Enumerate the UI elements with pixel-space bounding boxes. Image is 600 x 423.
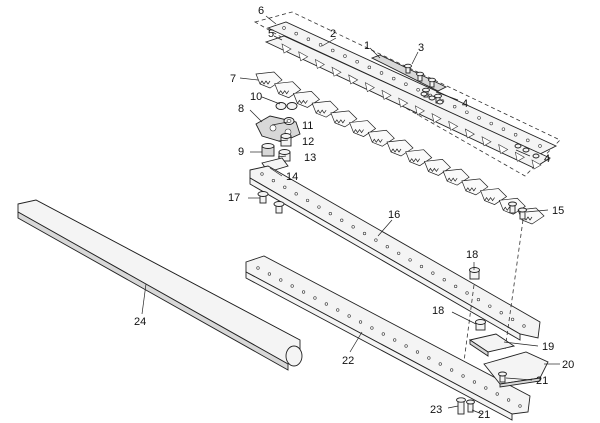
part-17-bolts [257,191,285,214]
callout-21b: 21 [478,409,490,421]
assembly-line [504,219,524,351]
callout-13: 13 [304,152,316,164]
part-18-nuts [469,267,486,331]
part-7-knife-sections [255,71,545,225]
callout-3: 3 [418,42,424,54]
callout-18b: 18 [432,305,444,317]
callout-24: 24 [134,316,146,328]
callout-14: 14 [286,171,298,183]
callout-2: 2 [330,28,336,40]
part-4-nuts [420,91,540,159]
callout-labels: 6 5 2 1 3 7 4 4 10 8 11 12 9 13 14 17 16… [134,5,574,421]
callout-4b: 4 [544,153,550,165]
part-2-bar [266,21,558,155]
leader-lines [141,15,560,415]
callout-9: 9 [238,146,244,158]
part-16-knife-guard-bar [249,165,541,341]
callout-20: 20 [562,359,574,371]
part-21-bolts [466,371,507,413]
assembly-line-2 [459,284,475,393]
part-5-blade-bar [264,35,551,170]
callout-18a: 18 [466,249,478,261]
callout-5: 5 [268,28,274,40]
callout-22: 22 [342,355,354,367]
callout-17: 17 [228,192,240,204]
part-19-bracket [468,333,516,357]
part-11-washer [283,117,295,125]
callout-23: 23 [430,404,442,416]
callout-6: 6 [258,5,264,17]
callout-21a: 21 [536,375,548,387]
part-3-bolts [404,63,442,104]
part-22-cutter-bar [245,255,531,421]
callout-16: 16 [388,209,400,221]
callout-10: 10 [250,91,262,103]
callout-1: 1 [364,40,370,52]
callout-8: 8 [238,103,244,115]
part-24-skid [17,199,303,371]
part-9-spacer [261,143,275,157]
callout-12: 12 [302,136,314,148]
part-15-bolts [508,201,527,220]
part-10-nut [275,102,298,110]
part-12-bushing [280,133,292,147]
callout-19: 19 [542,341,554,353]
callout-11: 11 [302,120,313,132]
callout-4a: 4 [462,98,468,110]
callout-15: 15 [552,205,564,217]
callout-7: 7 [230,73,236,85]
part-23-bolt [456,397,466,415]
